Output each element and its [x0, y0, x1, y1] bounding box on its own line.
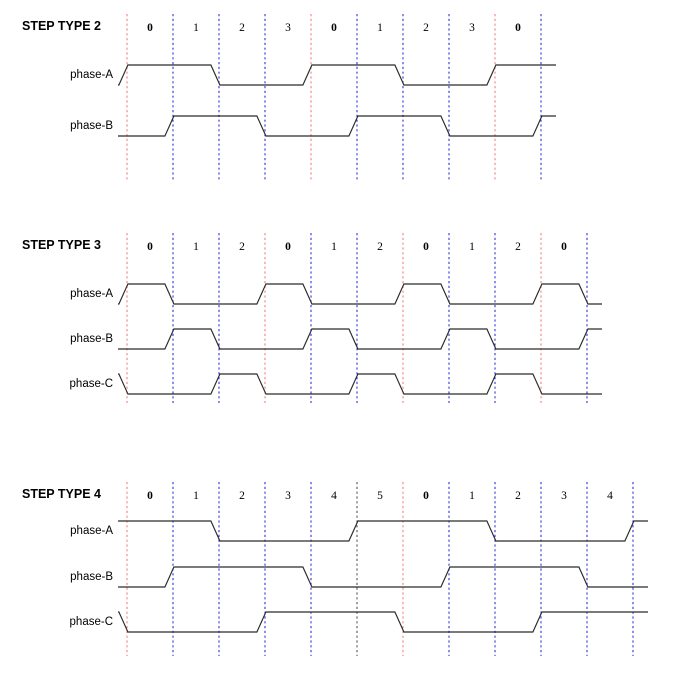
step-number-step-type-4-0: 0: [147, 490, 153, 502]
step-number-step-type-2-6: 2: [423, 22, 429, 34]
step-number-step-type-2-3: 3: [285, 22, 291, 34]
step-number-step-type-4-8: 2: [515, 490, 521, 502]
step-number-step-type-4-5: 5: [377, 490, 383, 502]
step-number-step-type-3-6: 0: [423, 241, 429, 253]
step-number-step-type-3-5: 2: [377, 241, 383, 253]
step-number-step-type-2-1: 1: [193, 22, 199, 34]
step-number-step-type-3-0: 0: [147, 241, 153, 253]
step-number-step-type-2-2: 2: [239, 22, 245, 34]
phase-label-step-type-3-phase-B: phase-B: [70, 333, 113, 345]
diagram-block-step-type-4: STEP TYPE 4 0 1 2 3 4 5 0 1 2 3 4 phase-A phase-B phas…: [0, 470, 674, 675]
phase-label-step-type-4-phase-A: phase-A: [70, 525, 113, 537]
step-number-step-type-2-8: 0: [515, 22, 521, 34]
phase-label-step-type-3-phase-A: phase-A: [70, 288, 113, 300]
step-number-step-type-2-4: 0: [331, 22, 337, 34]
step-number-step-type-4-10: 4: [607, 490, 613, 502]
phase-label-step-type-2-phase-A: phase-A: [70, 69, 113, 81]
step-number-step-type-4-6: 0: [423, 490, 429, 502]
step-number-step-type-4-2: 2: [239, 490, 245, 502]
waveform-canvas-step-type-3: STEP TYPE 3 0 1 2 0 1 2 0 1 2 0 phase-A phase-B phase…: [22, 233, 602, 403]
diagram-block-step-type-3: STEP TYPE 3 0 1 2 0 1 2 0 1 2 0 phase-A phase-B phase…: [0, 228, 674, 418]
waveform-step-type-4-phase-B: [118, 566, 648, 588]
phase-label-step-type-4-phase-C: phase-C: [70, 616, 113, 628]
step-number-step-type-3-1: 1: [193, 241, 199, 253]
waveform-canvas-step-type-4: STEP TYPE 4 0 1 2 3 4 5 0 1 2 3 4 phase-A phase-B phas…: [22, 482, 648, 656]
waveform-step-type-3-phase-C: [118, 373, 602, 395]
step-number-step-type-3-2: 2: [239, 241, 245, 253]
waveform-canvas-step-type-2: STEP TYPE 2 0 1 2 3 0 1 2 3 0 phase-A phase-B: [22, 14, 556, 182]
waveform-step-type-3-phase-B: [118, 328, 602, 350]
step-number-step-type-4-7: 1: [469, 490, 475, 502]
step-number-step-type-3-3: 0: [285, 241, 291, 253]
block-title-step-type-2: STEP TYPE 2: [22, 19, 101, 33]
step-number-step-type-4-9: 3: [561, 490, 567, 502]
step-number-step-type-2-7: 3: [469, 22, 475, 34]
block-title-step-type-3: STEP TYPE 3: [22, 238, 101, 252]
step-number-step-type-3-7: 1: [469, 241, 475, 253]
diagram-block-step-type-2: STEP TYPE 2 0 1 2 3 0 1 2 3 0 phase-A phase-B: [0, 0, 674, 215]
step-number-step-type-2-5: 1: [377, 22, 383, 34]
step-number-step-type-3-8: 2: [515, 241, 521, 253]
phase-label-step-type-2-phase-B: phase-B: [70, 120, 113, 132]
step-number-step-type-3-4: 1: [331, 241, 337, 253]
phase-label-step-type-3-phase-C: phase-C: [70, 378, 113, 390]
block-title-step-type-4: STEP TYPE 4: [22, 487, 101, 501]
step-number-step-type-4-3: 3: [285, 490, 291, 502]
step-number-step-type-4-1: 1: [193, 490, 199, 502]
step-number-step-type-4-4: 4: [331, 490, 337, 502]
step-number-step-type-2-0: 0: [147, 22, 153, 34]
step-number-step-type-3-9: 0: [561, 241, 567, 253]
waveform-step-type-4-phase-C: [118, 611, 648, 633]
waveform-step-type-4-phase-A: [118, 520, 648, 542]
phase-label-step-type-4-phase-B: phase-B: [70, 571, 113, 583]
waveform-step-type-2-phase-B: [118, 115, 556, 137]
waveform-step-type-2-phase-A: [118, 64, 556, 86]
waveform-step-type-3-phase-A: [118, 283, 602, 305]
